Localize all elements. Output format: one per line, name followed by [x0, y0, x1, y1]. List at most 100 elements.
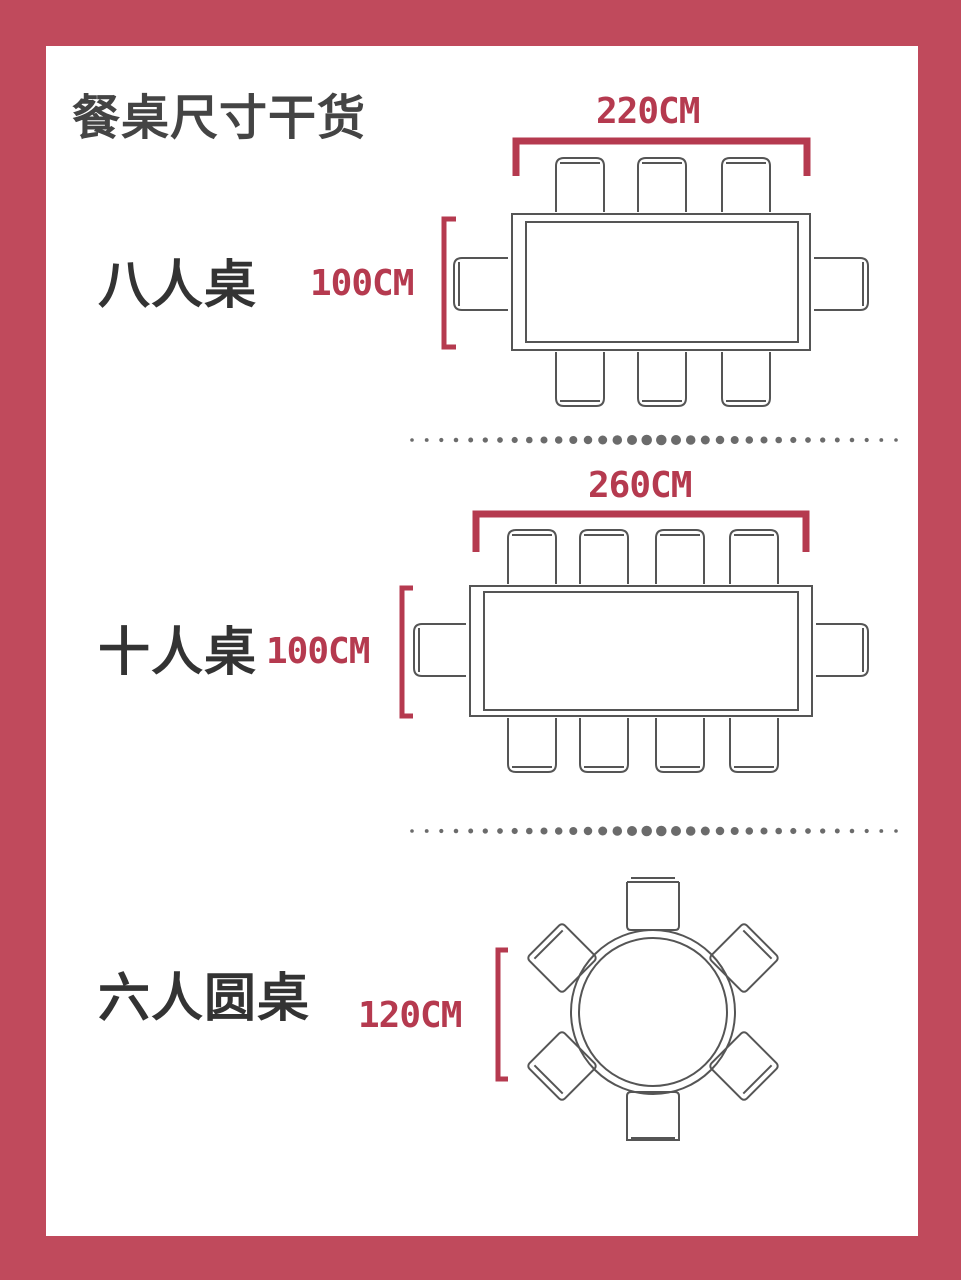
table-outline: [511, 213, 811, 351]
divider-dot: [583, 435, 593, 445]
chair: [729, 529, 779, 584]
divider-dot: [700, 826, 710, 836]
chair: [626, 877, 680, 931]
chair: [709, 923, 779, 993]
divider-dot: [670, 825, 682, 837]
table-top: [483, 591, 799, 711]
divider-dot: [554, 827, 563, 835]
chair: [555, 157, 605, 212]
chair: [637, 352, 687, 407]
divider-dot: [670, 434, 682, 446]
divider-dot: [468, 828, 474, 834]
divider-dot: [497, 828, 503, 834]
chair: [527, 1031, 597, 1101]
divider-dot: [511, 827, 518, 835]
page-title: 餐桌尺寸干货: [72, 90, 367, 146]
width-bracket-220: [512, 137, 811, 176]
chair: [816, 623, 869, 677]
width-label-ten: 260CM: [588, 465, 692, 506]
divider-dot: [656, 434, 667, 446]
divider-dot: [511, 436, 518, 444]
chair: [413, 623, 466, 677]
divider-dot: [820, 828, 826, 834]
divider-dot: [760, 436, 768, 444]
divider-dot: [849, 437, 855, 443]
table-top: [525, 221, 799, 343]
chair: [655, 718, 705, 773]
divider-dot: [641, 434, 652, 446]
divider-dot: [468, 437, 474, 443]
dotted-divider: [410, 434, 898, 446]
divider-dot: [612, 826, 623, 836]
chair: [507, 529, 557, 584]
ten-person-chairs: [413, 529, 869, 773]
chair: [555, 352, 605, 407]
content-card: [46, 46, 918, 1236]
eight-person-chairs: [453, 157, 869, 407]
divider-dot: [700, 435, 710, 445]
divider-dot: [656, 825, 667, 837]
divider-dot: [439, 828, 444, 834]
divider-dot: [540, 436, 548, 444]
divider-dot: [641, 825, 652, 837]
divider-dot: [410, 829, 414, 833]
divider-dot: [820, 437, 826, 443]
diameter-label-round: 120CM: [358, 995, 462, 1036]
divider-dot: [894, 829, 898, 833]
divider-dot: [894, 438, 898, 442]
divider-dot: [834, 437, 840, 443]
table-outline: [469, 585, 813, 717]
divider-dot: [540, 827, 548, 835]
dotted-divider: [410, 825, 898, 837]
divider-dot: [730, 826, 739, 836]
chair: [721, 157, 771, 212]
divider-dot: [834, 828, 840, 834]
divider-dot: [685, 435, 696, 445]
divider-dot: [775, 436, 783, 444]
depth-label-eight: 100CM: [310, 263, 414, 304]
divider-dot: [424, 829, 429, 833]
divider-dot: [439, 437, 444, 443]
divider-dot: [775, 827, 783, 835]
divider-dot: [569, 826, 578, 836]
divider-dot: [805, 828, 811, 834]
divider-dot: [730, 435, 739, 445]
chair: [637, 157, 687, 212]
divider-dot: [715, 826, 725, 836]
chair: [626, 1091, 680, 1141]
chair: [729, 718, 779, 773]
chair: [709, 1031, 779, 1101]
divider-dot: [849, 828, 855, 834]
divider-dot: [745, 827, 754, 835]
divider-dot: [864, 828, 869, 834]
chair: [579, 529, 629, 584]
divider-dot: [497, 437, 503, 443]
divider-dot: [482, 437, 488, 443]
section-label-ten: 十人桌: [98, 623, 258, 683]
divider-dot: [410, 438, 414, 442]
divider-dot: [626, 434, 638, 446]
divider-dot: [525, 827, 533, 835]
chair: [655, 529, 705, 584]
divider-dot: [424, 438, 429, 442]
divider-dot: [453, 828, 459, 834]
divider-dot: [453, 437, 459, 443]
divider-dot: [598, 826, 608, 836]
divider-dot: [745, 436, 754, 444]
divider-dot: [790, 436, 797, 444]
chair: [527, 923, 597, 993]
divider-dot: [626, 825, 638, 837]
diameter-bracket: [495, 947, 508, 1082]
divider-dot: [598, 435, 608, 445]
depth-bracket-eight: [441, 216, 456, 350]
chair: [579, 718, 629, 773]
divider-dot: [482, 828, 488, 834]
divider-dot: [569, 435, 578, 445]
width-bracket-260: [472, 510, 810, 552]
divider-dot: [554, 436, 563, 444]
divider-dot: [864, 437, 869, 443]
round-table: [570, 929, 736, 1095]
divider-dot: [715, 435, 725, 445]
width-label-eight: 220CM: [596, 91, 700, 132]
divider-dot: [685, 826, 696, 836]
